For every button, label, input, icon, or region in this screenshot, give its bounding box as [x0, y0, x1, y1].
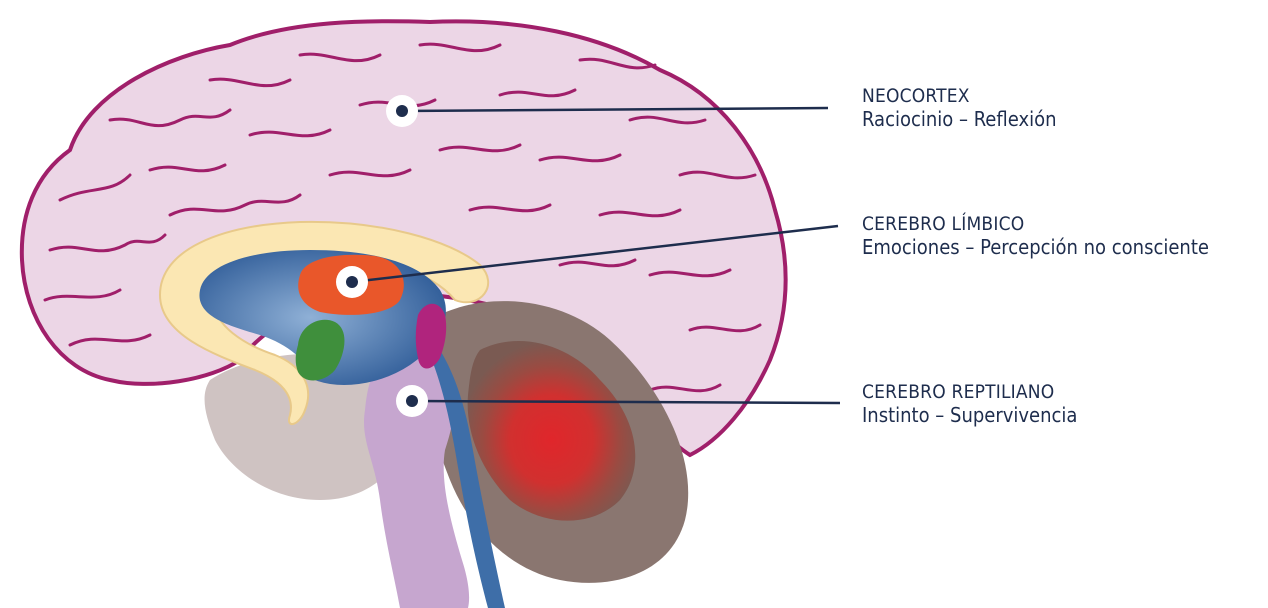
label-neocortex-title: NEOCORTEX	[862, 86, 1057, 108]
label-limbic: CEREBRO LÍMBICO Emociones – Percepción n…	[862, 214, 1209, 259]
label-neocortex: NEOCORTEX Raciocinio – Reflexión	[862, 86, 1057, 131]
marker-neocortex	[386, 95, 418, 127]
label-neocortex-subtitle: Raciocinio – Reflexión	[862, 108, 1057, 131]
marker-limbic	[336, 266, 368, 298]
label-reptilian: CEREBRO REPTILIANO Instinto – Superviven…	[862, 382, 1077, 427]
label-reptilian-subtitle: Instinto – Supervivencia	[862, 404, 1077, 427]
label-limbic-title: CEREBRO LÍMBICO	[862, 214, 1209, 236]
label-limbic-subtitle: Emociones – Percepción no consciente	[862, 236, 1209, 259]
label-reptilian-title: CEREBRO REPTILIANO	[862, 382, 1077, 404]
marker-reptilian	[396, 385, 428, 417]
